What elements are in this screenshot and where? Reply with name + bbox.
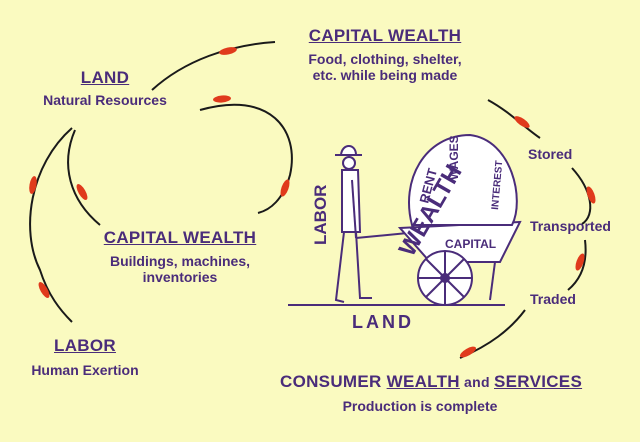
consumer-node: CONSUMER WEALTH and SERVICES Production … (280, 372, 582, 414)
capital-wealth-top-line2: etc. while being made (312, 66, 458, 83)
step-transported: Transported (530, 218, 611, 234)
consumer-heading-b: WEALTH (386, 372, 460, 391)
land-heading: LAND (80, 68, 130, 87)
labor-node: LABOR Human Exertion (20, 336, 150, 378)
capital-wealth-mid-line1: Buildings, machines, (109, 252, 251, 269)
labor-sub: Human Exertion (31, 361, 139, 378)
step-stored: Stored (528, 146, 573, 162)
capital-wealth-mid-heading: CAPITAL WEALTH (103, 228, 257, 247)
consumer-heading-d: SERVICES (494, 372, 583, 391)
consumer-sub: Production is complete (342, 397, 498, 414)
arrow-capital-to-stored (487, 99, 541, 139)
consumer-heading: CONSUMER WEALTH and SERVICES (280, 372, 582, 392)
arrow-stored-to-transported (571, 167, 592, 225)
arrow-transported-to-traded (567, 239, 587, 291)
arrow-land-to-capital-inner (67, 129, 101, 226)
labor-heading: LABOR (54, 336, 116, 355)
red-arrow-marks (29, 47, 596, 358)
capital-wealth-top-heading: CAPITAL WEALTH (308, 26, 462, 45)
arrow-land-to-capital-mid (199, 103, 293, 214)
consumer-heading-a: CONSUMER (280, 372, 387, 391)
illustration-labor-text: LABOR (311, 185, 330, 245)
consumer-heading-c: and (459, 374, 495, 390)
arrow-land-to-capital-top (151, 41, 276, 91)
wheelbarrow-illustration (288, 133, 522, 306)
illustration-capital-text: CAPITAL (445, 237, 496, 251)
illustration-wages-text: WAGES (447, 135, 461, 180)
capital-wealth-mid: CAPITAL WEALTH Buildings, machines, inve… (95, 228, 265, 285)
step-traded: Traded (530, 291, 576, 307)
capital-wealth-mid-line2: inventories (142, 268, 218, 285)
capital-wealth-top: CAPITAL WEALTH Food, clothing, shelter, … (295, 26, 475, 83)
illustration-land-text: LAND (352, 312, 414, 332)
land-sub: Natural Resources (43, 91, 167, 108)
illustration-interest-text: INTEREST (490, 160, 505, 210)
arrow-land-to-labor (29, 127, 73, 323)
land-node: LAND Natural Resources (30, 68, 180, 108)
capital-wealth-top-line1: Food, clothing, shelter, (308, 50, 462, 67)
